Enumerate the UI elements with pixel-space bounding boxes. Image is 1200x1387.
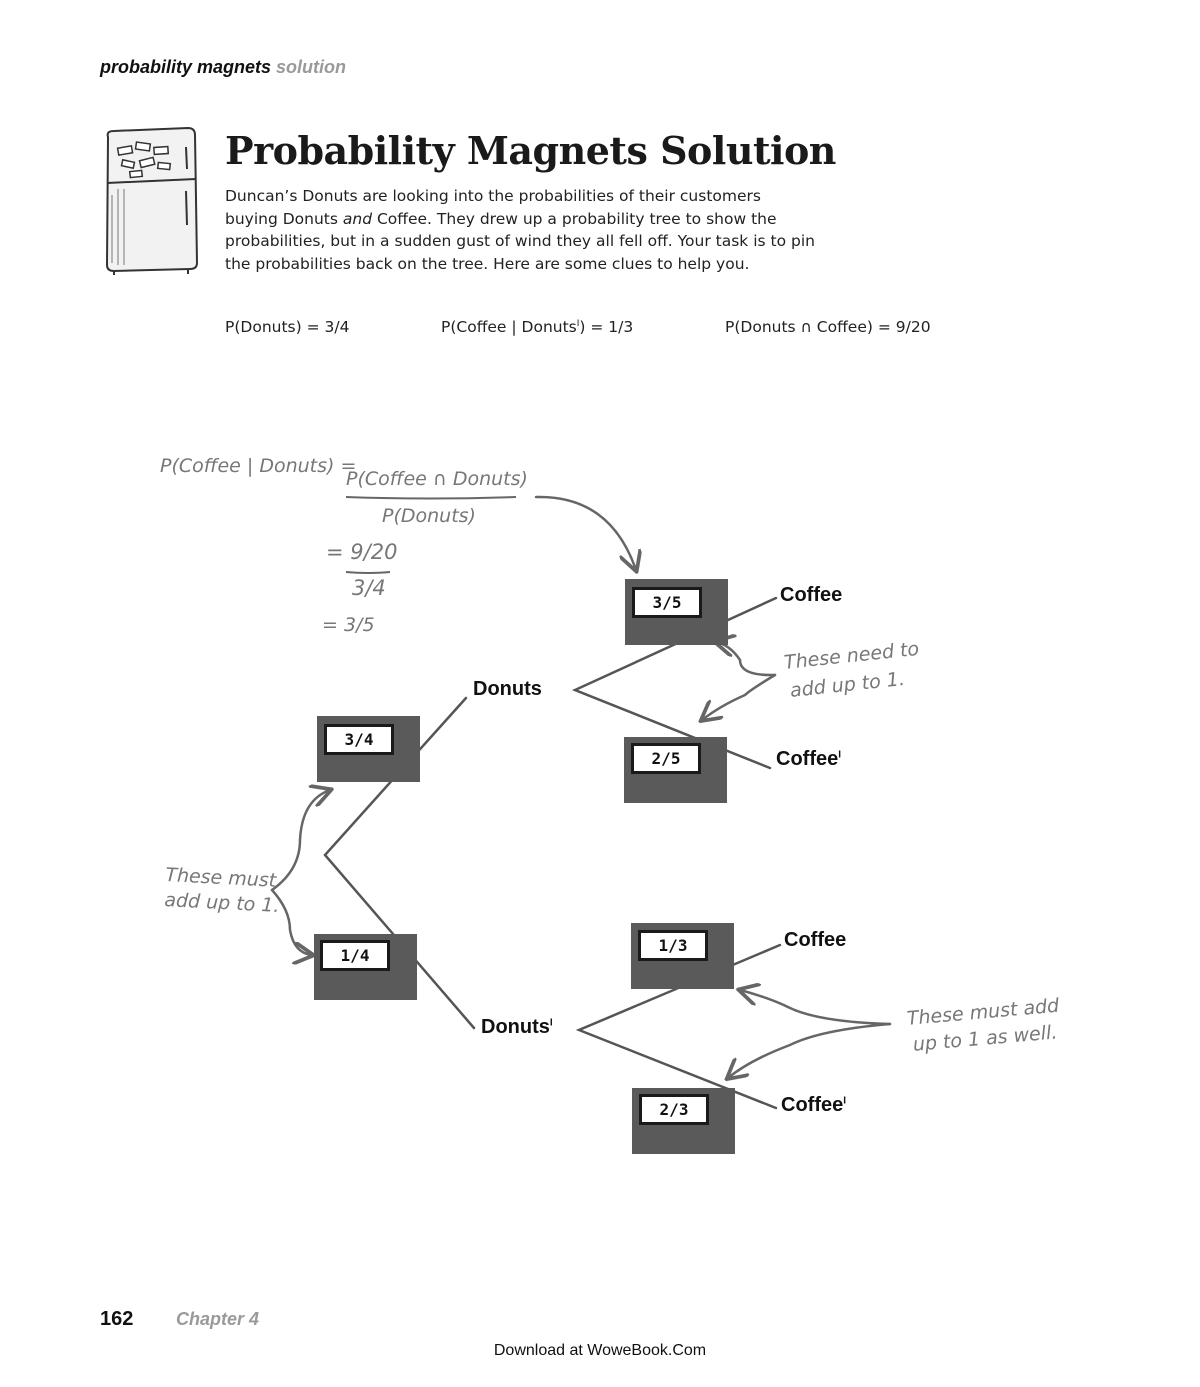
intro-paragraph: Duncan’s Donuts are looking into the pro… — [225, 185, 865, 275]
node-coffee-upper: Coffee — [780, 584, 843, 606]
magnet-donuts[interactable]: 3/4 — [324, 724, 394, 755]
intro-line: Duncan’s Donuts are looking into the pro… — [225, 187, 761, 205]
magnet-coffee-given-not-donuts[interactable]: 1/3 — [638, 930, 708, 961]
working-denominator: P(Donuts) — [382, 505, 476, 527]
working-result: = 3/5 — [322, 614, 375, 636]
clue-p-donuts-and-coffee: P(Donuts ∩ Coffee) = 9/20 — [725, 318, 931, 336]
chapter-label: Chapter 4 — [176, 1309, 260, 1329]
arrow-need-bottom — [702, 673, 777, 720]
arrow-well-top — [740, 990, 892, 1026]
arrow-must-top — [270, 790, 330, 892]
intro-line: buying Donuts and Coffee. They drew up a… — [225, 209, 777, 228]
intro-line: the probabilities back on the tree. Here… — [225, 254, 750, 273]
arrow-working-to-magnet — [534, 495, 636, 570]
intro-line: probabilities, but in a sudden gust of w… — [225, 232, 815, 250]
node-not-donuts: DonutsI — [481, 1016, 553, 1038]
arrow-need-top — [716, 642, 777, 677]
working-step2-denominator: 3/4 — [352, 576, 386, 600]
magnet-not-donuts[interactable]: 1/4 — [320, 940, 390, 971]
clue-p-coffee-given-not-donuts: P(Coffee | DonutsI) = 1/3 — [441, 318, 634, 336]
clue-p-donuts: P(Donuts) = 3/4 — [225, 318, 350, 336]
running-header: probability magnets solution — [100, 57, 346, 78]
download-credit: Download at WoweBook.Com — [493, 1342, 707, 1359]
fraction-bar — [345, 571, 391, 574]
working-lhs: P(Coffee | Donuts) = — [160, 455, 357, 477]
magnet-coffee-given-donuts[interactable]: 3/5 — [632, 587, 702, 618]
node-not-coffee-lower: CoffeeI — [781, 1094, 847, 1116]
node-donuts: Donuts — [473, 678, 542, 700]
magnet-notcoffee-given-not-donuts[interactable]: 2/3 — [639, 1094, 709, 1125]
node-coffee-lower: Coffee — [784, 929, 847, 951]
header-section-suffix: solution — [276, 57, 347, 77]
magnet-notcoffee-given-donuts[interactable]: 2/5 — [631, 743, 701, 774]
fridge-icon — [100, 125, 200, 279]
working-step2-numerator: = 9/20 — [326, 540, 398, 564]
arrow-well-bottom — [728, 1022, 892, 1078]
fraction-bar — [345, 496, 517, 500]
page-number: 162 — [100, 1308, 134, 1330]
working-numerator: P(Coffee ∩ Donuts) — [346, 468, 528, 490]
header-section: probability magnets — [100, 57, 272, 77]
page-title: Probability Magnets Solution — [225, 128, 836, 173]
arrow-must-bottom — [270, 888, 312, 955]
node-not-coffee-upper: CoffeeI — [776, 748, 842, 770]
